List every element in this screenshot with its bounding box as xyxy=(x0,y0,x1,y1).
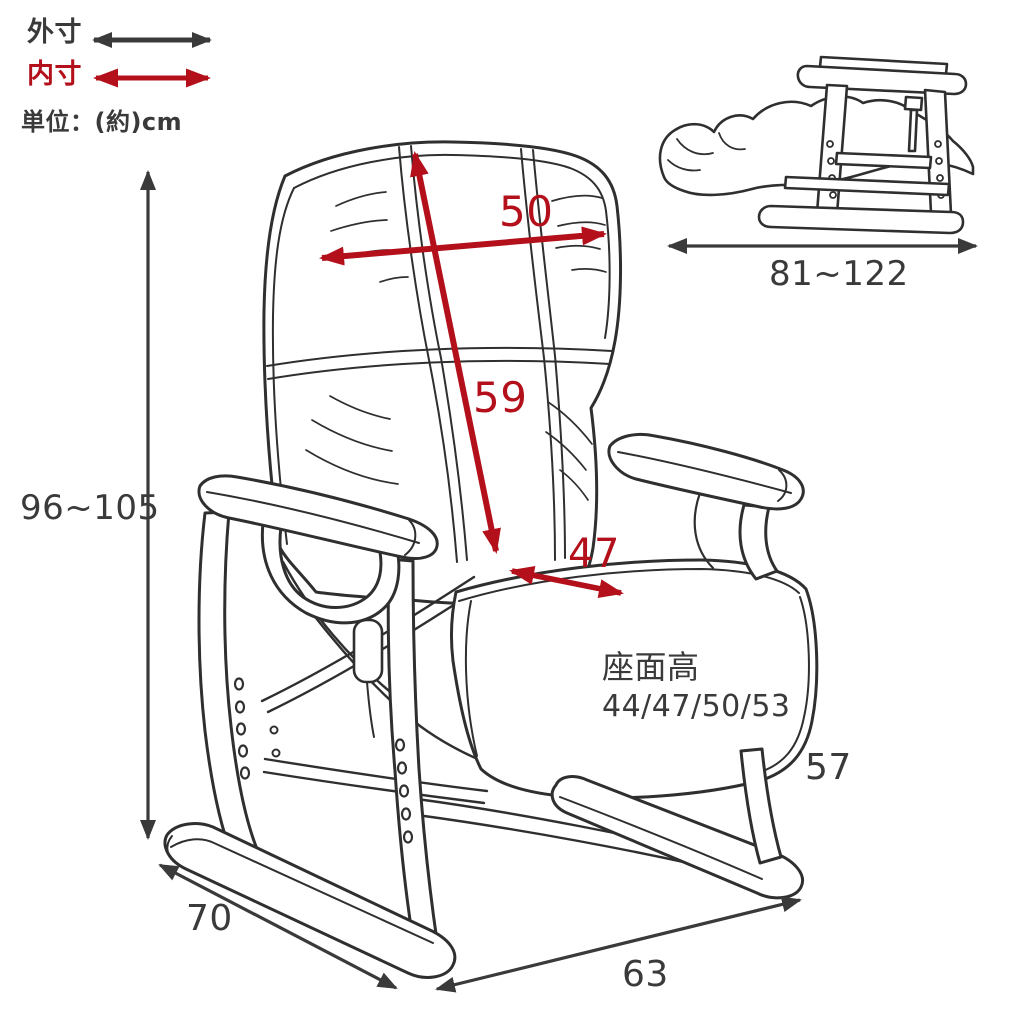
side-sled-foot xyxy=(757,204,965,235)
left-front-post-holes xyxy=(233,677,251,780)
side-lever xyxy=(903,95,924,153)
height-value: 96~105 xyxy=(20,488,160,528)
back-length-arrow xyxy=(410,151,501,554)
main-chair-drawing xyxy=(163,140,819,979)
screw xyxy=(269,725,279,735)
legend-outer-label: 外寸 xyxy=(27,17,82,48)
left-rear-post xyxy=(386,557,439,948)
seat-height-label: 座面高 xyxy=(602,648,700,686)
seat-width-value: 47 xyxy=(568,531,620,577)
base-depth-value: 70 xyxy=(186,898,233,939)
seat-width-arrow xyxy=(509,566,624,598)
seat-height-values: 44/47/50/53 xyxy=(602,689,791,724)
side-mid-rail xyxy=(834,151,933,170)
dimension-arrows xyxy=(92,32,978,993)
base-depth-arrow xyxy=(158,863,398,990)
back-length-value: 59 xyxy=(473,373,528,422)
right-sled-rail xyxy=(550,775,804,900)
base-width-arrow xyxy=(435,896,802,993)
right-arm-support xyxy=(738,503,779,581)
recline-length-value: 81~122 xyxy=(769,254,909,294)
seat-depth-value: 57 xyxy=(805,747,852,788)
left-front-post xyxy=(197,510,259,855)
right-rear-post xyxy=(739,747,783,865)
left-rear-post-holes xyxy=(394,738,414,844)
right-frame xyxy=(550,432,805,900)
side-low-rail xyxy=(783,175,951,197)
legend-inner-label: 内寸 xyxy=(27,59,82,90)
side-view-drawing xyxy=(658,55,975,235)
screw xyxy=(271,748,281,758)
legend-unit-label: 単位：(約)cm xyxy=(21,108,183,136)
base-width-value: 63 xyxy=(622,954,669,995)
back-width-value: 50 xyxy=(499,187,554,236)
